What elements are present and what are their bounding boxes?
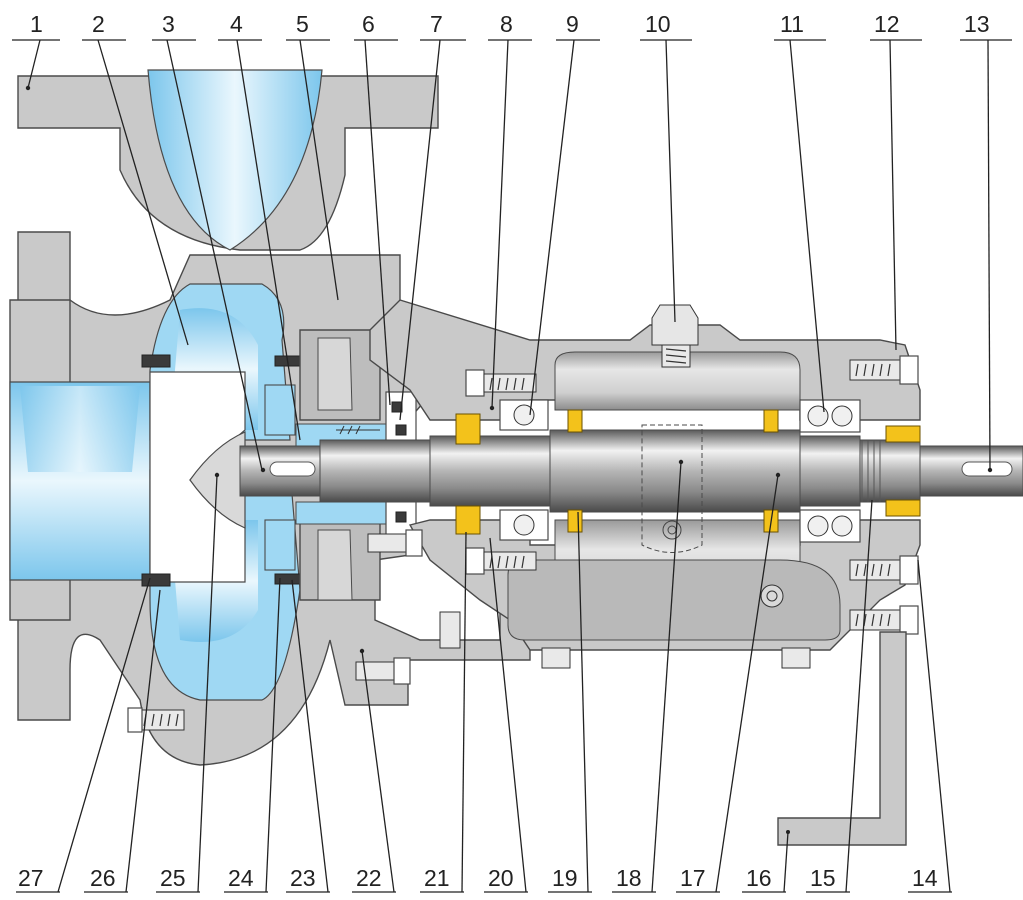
callout-24: 24 <box>228 865 254 891</box>
top-callout-numbers: 1 2 3 4 5 6 7 8 9 10 11 12 13 <box>30 11 990 37</box>
callout-21: 21 <box>424 865 450 891</box>
callout-2: 2 <box>92 11 105 37</box>
impeller <box>141 354 302 587</box>
callout-5: 5 <box>296 11 309 37</box>
callout-8: 8 <box>500 11 513 37</box>
callout-4: 4 <box>230 11 243 37</box>
lip-seals <box>455 409 921 535</box>
callout-25: 25 <box>160 865 186 891</box>
callout-14: 14 <box>912 865 938 891</box>
leader-lines <box>12 39 1012 893</box>
bolts <box>127 304 919 733</box>
callout-6: 6 <box>362 11 375 37</box>
callout-9: 9 <box>566 11 579 37</box>
callout-19: 19 <box>552 865 578 891</box>
callout-12: 12 <box>874 11 900 37</box>
bearings <box>499 399 861 543</box>
callout-27: 27 <box>18 865 44 891</box>
callout-17: 17 <box>680 865 706 891</box>
callout-7: 7 <box>430 11 443 37</box>
callout-22: 22 <box>356 865 382 891</box>
support-foot <box>777 631 907 846</box>
callout-20: 20 <box>488 865 514 891</box>
callout-11: 11 <box>780 11 804 37</box>
callout-23: 23 <box>290 865 316 891</box>
callout-10: 10 <box>645 11 671 37</box>
callout-1: 1 <box>30 11 43 37</box>
shaft <box>239 429 1023 513</box>
callout-18: 18 <box>616 865 642 891</box>
callout-3: 3 <box>162 11 175 37</box>
callout-16: 16 <box>746 865 772 891</box>
callout-26: 26 <box>90 865 116 891</box>
bottom-callout-numbers: 27 26 25 24 23 22 21 20 19 18 17 16 15 1… <box>18 865 938 891</box>
callout-15: 15 <box>810 865 836 891</box>
callout-13: 13 <box>964 11 990 37</box>
casing-cover <box>295 329 417 601</box>
